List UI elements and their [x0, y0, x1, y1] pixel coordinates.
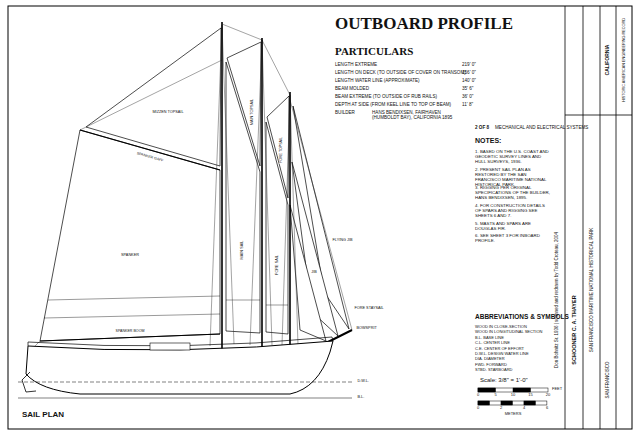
- particular-value: 219' 0": [462, 62, 476, 67]
- sail-label: MAIN SAIL: [240, 240, 244, 260]
- scale-number: 2: [500, 406, 502, 411]
- scale-number: 0: [477, 406, 479, 411]
- particular-value: 156' 0": [462, 70, 476, 75]
- note-text: 1. BASED ON THE U.S. COAST AND GEODETIC …: [475, 149, 551, 164]
- state-name: CALIFORNIA: [605, 45, 611, 76]
- scale-unit: FEET: [552, 387, 562, 392]
- particular-name: DEPTH AT SIDE (FROM KEEL LINE TO TOP OF …: [335, 102, 451, 107]
- sail-label: MIZZEN TOPSAIL: [152, 110, 184, 114]
- note-text: 3. RIGGING PER ORIGINAL SPECIFICATIONS O…: [475, 185, 551, 200]
- spar-label: SPANKER BOOM: [115, 329, 145, 333]
- spar-label: SPANKER GAFF: [136, 151, 165, 163]
- particular-value: 140' 0": [462, 78, 476, 83]
- note-text: 4. FOR CONSTRUCTION DETAILS OF SPARS AND…: [475, 203, 551, 218]
- sail-plan: [18, 22, 352, 398]
- section-heading: NOTES:: [475, 137, 501, 145]
- line-label: D.W.L.: [357, 379, 369, 383]
- sheet-title: OUTBOARD PROFILE: [335, 14, 513, 34]
- abbreviation: FWD. FORWARD: [475, 363, 507, 368]
- sheet-border: [8, 6, 632, 429]
- scale-number: 5: [494, 393, 496, 398]
- scale-number: 0: [477, 393, 479, 398]
- drawing-title: SAIL PLAN: [22, 410, 64, 419]
- section-heading: PARTICULARS: [335, 45, 413, 58]
- particular-name: BEAM EXTREME (TO OUTSIDE OF RUB RAILS): [335, 94, 437, 99]
- particular-name: BUILDER: [335, 110, 355, 115]
- particular-name: LENGTH ON DECK (TO OUTSIDE OF COVER ON T…: [335, 70, 466, 75]
- sail-label: FORE STAYSAIL: [354, 306, 384, 310]
- title-strip: [565, 6, 632, 429]
- note-text: 2. PRESENT SAIL PLAN AS RESTORED BY THE …: [475, 167, 551, 187]
- particular-value: 11' 8": [462, 102, 473, 107]
- particular-name: BEAM MOLDED: [335, 86, 369, 91]
- abbreviation: B.L. BASE LINE: [475, 336, 504, 341]
- structure-name: SCHOONER C. A. THAYER: [571, 295, 577, 364]
- particular-name: LENGTH EXTREME: [335, 62, 377, 67]
- scale-unit: METERS: [505, 412, 522, 417]
- sail-label: MAIN TOPSAIL: [250, 98, 254, 125]
- particular-name: LENGTH WATER LINE (APPROXIMATE): [335, 78, 420, 83]
- abbreviation: C.E. CENTER OF EFFORT: [475, 347, 524, 352]
- sheet-number: 2 OF 8: [475, 125, 489, 130]
- particular-value: 36' 0": [462, 94, 473, 99]
- agency-name: HISTORIC AMERICAN ENGINEERING RECORD: [622, 18, 626, 102]
- sheet-subject: MECHANICAL AND ELECTRICAL SYSTEMS: [495, 125, 588, 130]
- scale-number: 6: [546, 406, 548, 411]
- abbreviation: D.W.L. DESIGN WATER LINE: [475, 352, 529, 357]
- line-label: B.L.: [357, 395, 365, 399]
- abbreviation: DIA. DIAMETER: [475, 357, 505, 362]
- scale-note: Scale: 3/8" = 1'-0": [480, 377, 528, 384]
- abbreviation: WOOD IN LONGITUDINAL SECTION: [475, 330, 542, 335]
- scale-bar: [478, 388, 548, 405]
- sail-label: FORE SAIL: [275, 255, 279, 276]
- abbreviation: STBD. STARBOARD: [475, 368, 513, 373]
- park-name: SAN FRANCISCO MARITIME NATIONAL HISTORIC…: [589, 228, 594, 353]
- scale-number: 4: [523, 406, 525, 411]
- spar-label: BOWSPRIT: [356, 326, 377, 330]
- credit-line: Don Bohnitz Sr. 1936 | scanned and redra…: [554, 232, 559, 368]
- sail-label: FORE TOPSAIL: [279, 136, 283, 163]
- sail-label: JIB: [311, 270, 318, 274]
- scale-number: 10: [511, 393, 515, 398]
- scale-number: 20: [546, 393, 550, 398]
- particular-value: HANS BENDIXSEN, FAIRHAVEN (HUMBOLDT BAY)…: [372, 110, 464, 121]
- note-text: 6. SEE SHEET 3 FOR INBOARD PROFILE.: [475, 233, 551, 243]
- abbreviation: C.L. CENTER LINE: [475, 341, 510, 346]
- city-name: SAN FRANCISCO: [605, 361, 610, 398]
- sail-label: FLYING JIB: [332, 238, 353, 242]
- scale-number: 15: [528, 393, 532, 398]
- sail-label: SPANKER: [121, 253, 140, 257]
- particular-value: 35' 6": [462, 86, 473, 91]
- abbreviation: WOOD IN CLOSE-SECTION: [475, 325, 527, 330]
- note-text: 5. MASTS AND SPARS ARE DOUGLAS FIR.: [475, 221, 551, 231]
